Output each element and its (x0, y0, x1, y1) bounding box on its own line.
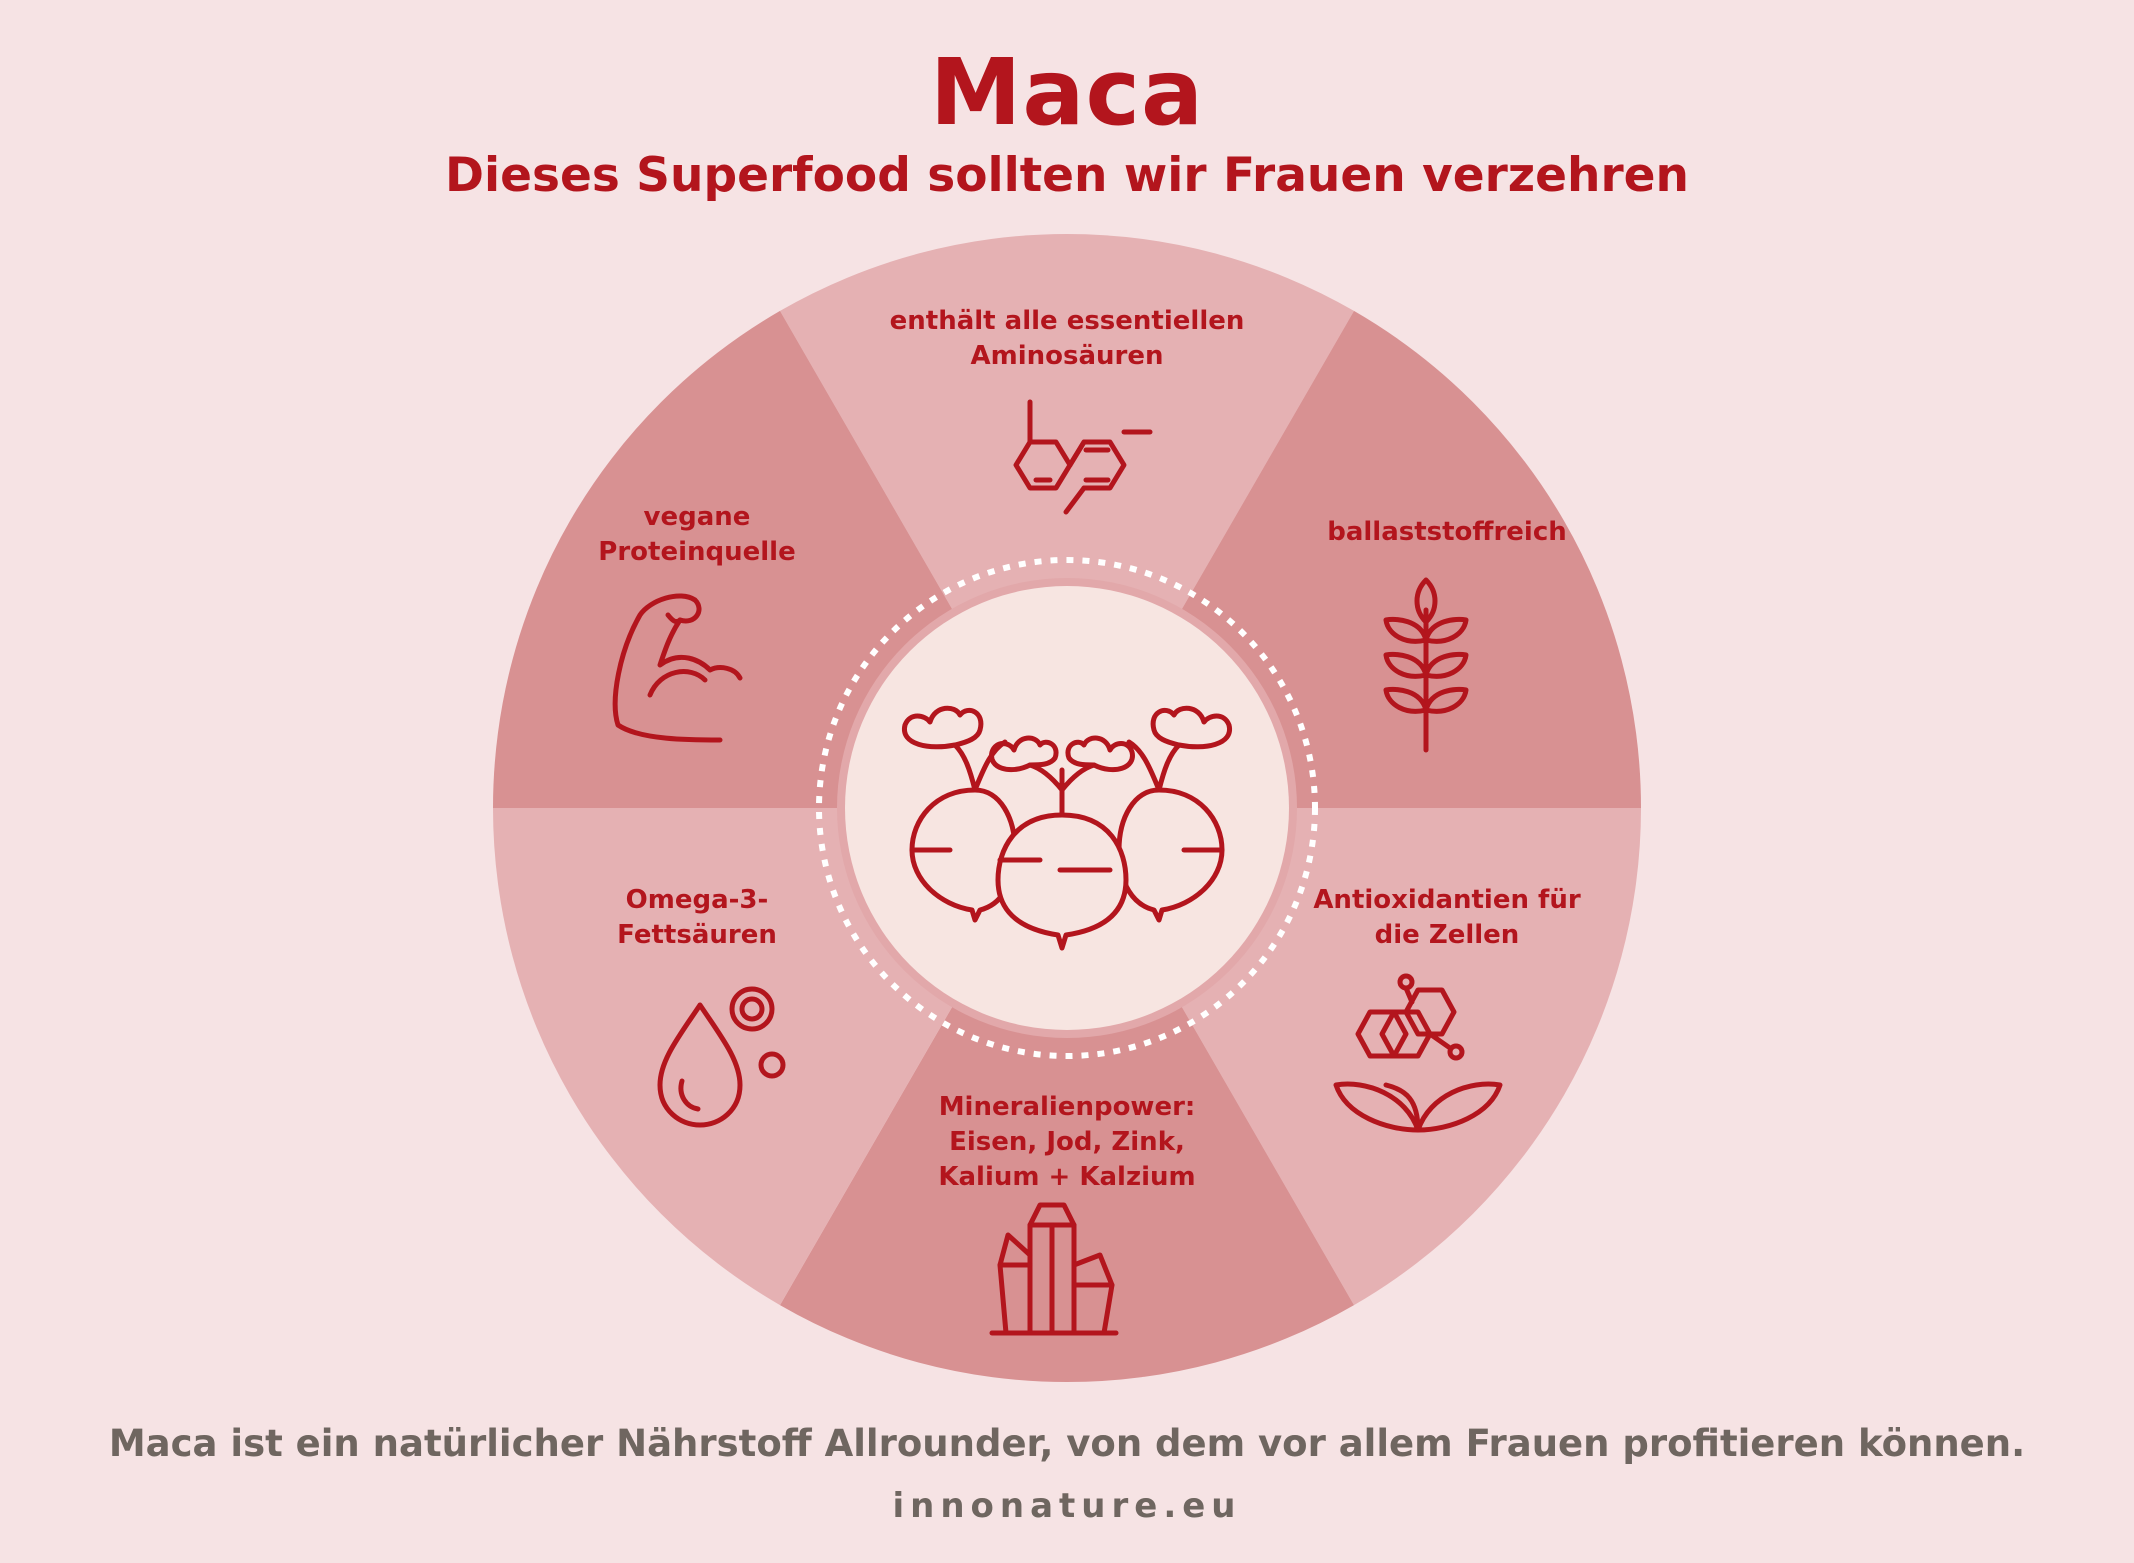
wheel-segment (780, 808, 1354, 1382)
molecule-leaf-icon (1333, 973, 1503, 1133)
segment-label: enthält alle essentiellen Aminosäuren (889, 306, 1245, 371)
muscle-arm-icon (612, 593, 743, 743)
page-subtitle: Dieses Superfood sollten wir Frauen verz… (444, 148, 1689, 203)
wheel-segment (780, 233, 1354, 808)
crystals-icon (989, 1202, 1119, 1336)
segment-label: ballaststoffreich (1327, 517, 1567, 547)
footer-url: innonature.eu (892, 1486, 1242, 1526)
wheat-icon (1383, 577, 1469, 753)
segment-label: Omega-3- Fettsäuren (617, 885, 777, 950)
segment-label: Antioxidantien für die Zellen (1313, 885, 1581, 950)
dashed-ring (816, 557, 1318, 1059)
molecule-icon (1013, 399, 1153, 515)
oil-drop-icon (657, 986, 786, 1128)
segment-label: Mineralienpower: Eisen, Jod, Zink, Kaliu… (938, 1092, 1196, 1192)
segment-label: vegane Proteinquelle (598, 502, 796, 567)
footer-text: Maca ist ein natürlicher Nährstoff Allro… (108, 1422, 2026, 1465)
maca-root-icon (902, 705, 1232, 951)
center-fill (845, 586, 1289, 1030)
page-title: Maca (929, 39, 1205, 146)
